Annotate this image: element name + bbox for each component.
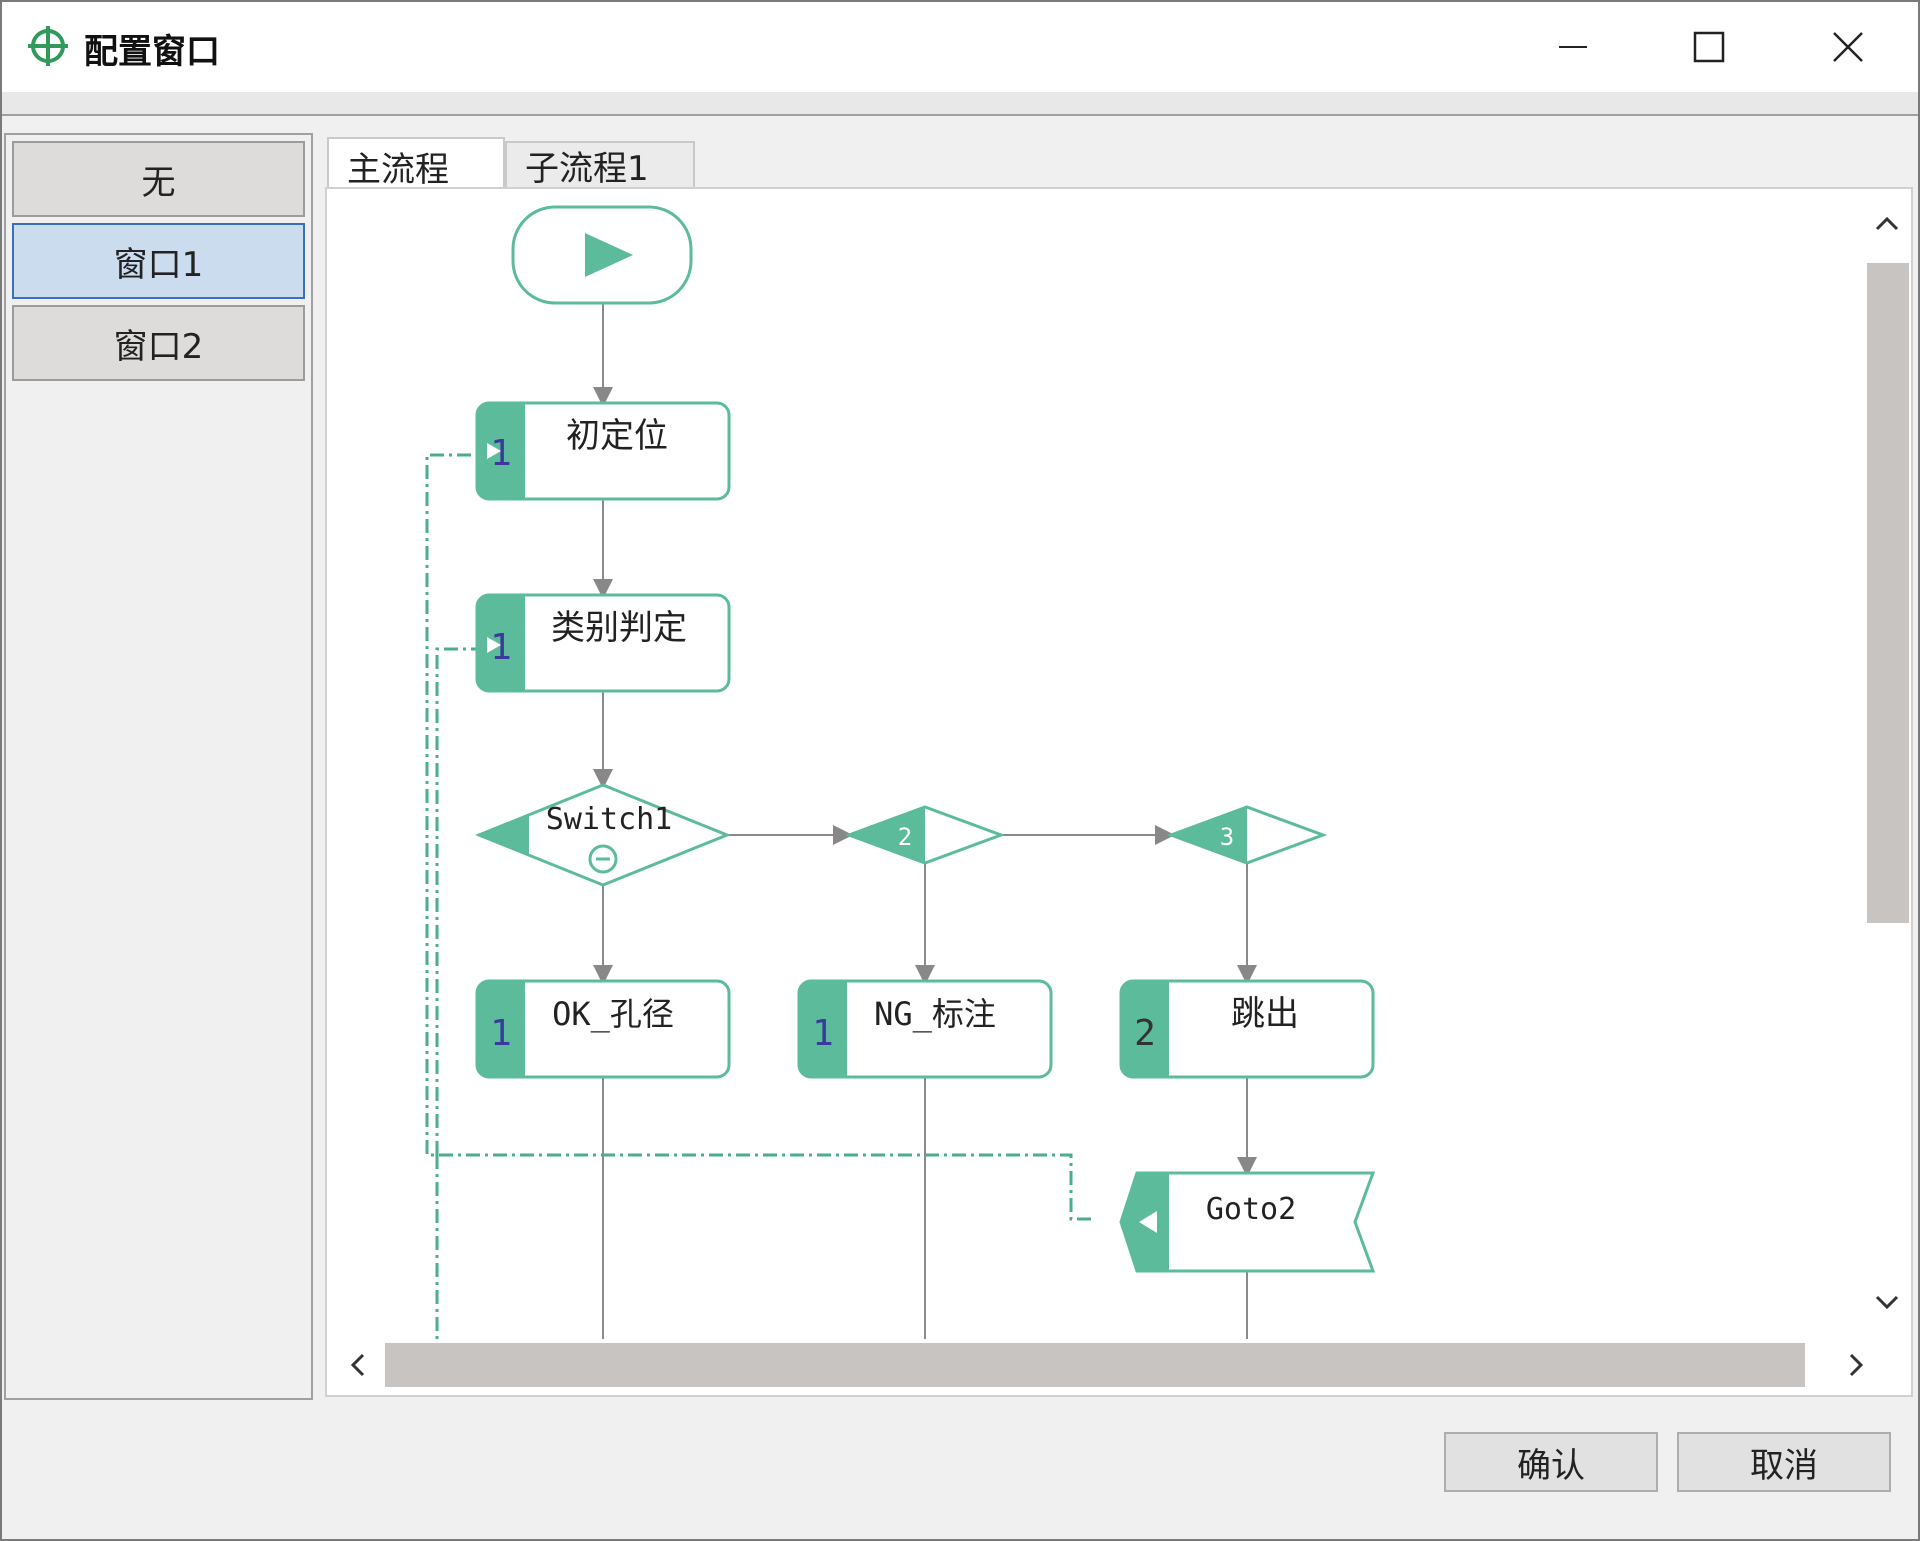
node-label: OK_孔径 [552,995,674,1033]
window-list-panel: 无 窗口1 窗口2 [4,133,313,1400]
title-bar: 配置窗口 [2,2,1918,92]
scroll-down-icon[interactable] [1867,1281,1907,1321]
close-icon [1833,32,1863,62]
vertical-scroll-thumb[interactable] [1867,263,1909,923]
node-label: 初定位 [566,416,668,456]
node-case-3[interactable]: 3 [1166,805,1328,865]
node-classify[interactable]: 1 类别判定 [475,593,731,693]
tab-subflow1[interactable]: 子流程1 [505,141,695,189]
flow-connectors [593,303,1257,1339]
case-label: 2 [898,823,912,851]
list-item-window2[interactable]: 窗口2 [12,305,305,381]
node-badge: 1 [490,433,512,474]
node-label: NG_标注 [874,995,996,1033]
scroll-up-icon[interactable] [1867,205,1907,245]
minimize-button[interactable] [1545,20,1601,76]
node-ok[interactable]: 1 OK_孔径 [475,979,731,1079]
list-item-window1[interactable]: 窗口1 [12,223,305,299]
crosshair-icon [28,26,68,66]
node-label: Goto2 [1206,1192,1296,1227]
vertical-scrollbar[interactable] [1857,205,1909,1345]
case-label: 3 [1220,823,1234,851]
node-badge: 1 [812,1013,834,1054]
flow-canvas[interactable]: 1 初定位 1 类别判定 Switch1 [325,187,1913,1397]
horizontal-scroll-thumb[interactable] [385,1343,1805,1387]
tab-mainflow[interactable]: 主流程 [327,137,505,193]
scroll-left-icon[interactable] [339,1345,379,1385]
node-goto[interactable]: Goto2 [1119,1171,1376,1273]
node-badge: 2 [1134,1013,1156,1054]
maximize-icon [1693,31,1725,63]
node-exit[interactable]: 2 跳出 [1119,979,1375,1079]
confirm-button[interactable]: 确认 [1444,1432,1658,1492]
start-node[interactable] [511,205,693,305]
node-badge: 1 [490,627,512,668]
goto-arrow-icon [1139,1211,1157,1233]
horizontal-scrollbar[interactable] [335,1339,1907,1389]
goto-loop-line [425,453,1091,1339]
node-label: 类别判定 [551,608,687,648]
list-item-none[interactable]: 无 [12,141,305,217]
title-separator [2,92,1918,116]
entry-marker-icon [487,637,501,653]
node-label: Switch1 [546,802,672,837]
close-button[interactable] [1820,20,1876,76]
cancel-button[interactable]: 取消 [1677,1432,1891,1492]
node-switch[interactable]: Switch1 [474,783,732,887]
node-label: 跳出 [1231,994,1299,1034]
maximize-button[interactable] [1681,20,1737,76]
flowchart: 1 初定位 1 类别判定 Switch1 [425,205,1376,1339]
window-title: 配置窗口 [84,32,220,72]
node-case-2[interactable]: 2 [844,805,1006,865]
minimize-icon [1559,46,1587,48]
node-ng[interactable]: 1 NG_标注 [797,979,1053,1079]
play-icon [585,233,633,277]
node-badge: 1 [490,1013,512,1054]
entry-marker-icon [487,443,501,459]
scroll-right-icon[interactable] [1835,1345,1875,1385]
node-init[interactable]: 1 初定位 [475,401,731,501]
flow-tabs: 子流程1 主流程 [325,133,1915,1399]
